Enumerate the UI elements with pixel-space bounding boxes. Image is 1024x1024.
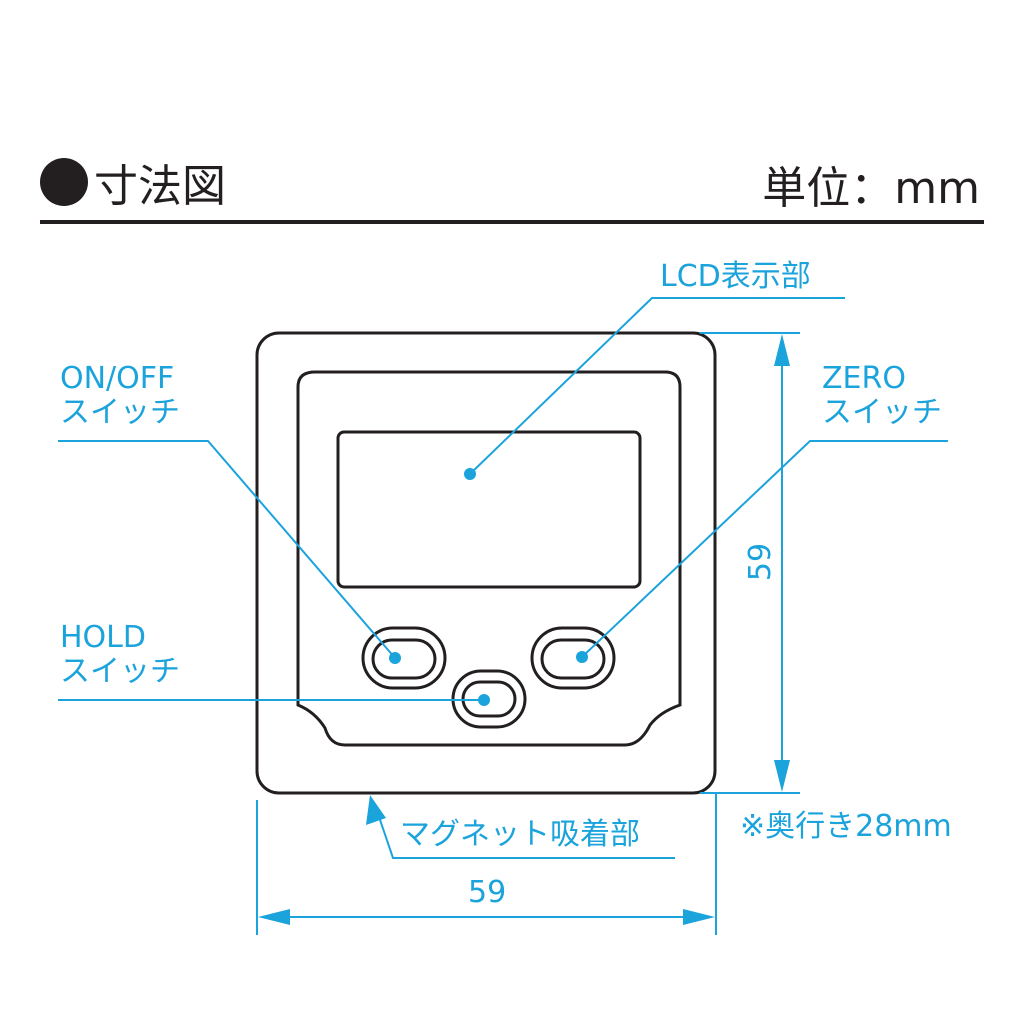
height-value: 59	[743, 542, 779, 582]
lcd-label: LCD表示部	[660, 259, 811, 294]
title-text: 寸法図	[94, 161, 226, 212]
lcd-leader	[469, 297, 845, 475]
zero-button-outer	[530, 626, 616, 690]
magnet-leader	[375, 807, 675, 859]
header-divider	[40, 220, 984, 224]
device-body	[255, 331, 717, 795]
zero-label-line2: スイッチ	[822, 395, 942, 430]
onoff-button-outer	[361, 626, 447, 690]
onoff-label-line1: ON/OFF	[60, 361, 175, 396]
onoff-leader	[58, 440, 396, 659]
arrow-left-icon	[258, 909, 290, 925]
onoff-label-line2: スイッチ	[60, 395, 180, 430]
bullet-icon	[40, 158, 88, 206]
arrow-right-icon	[683, 909, 715, 925]
hold-label-line1: HOLD	[60, 620, 146, 655]
hold-label-line2: スイッチ	[60, 654, 180, 689]
magnet-arrow-icon	[366, 795, 386, 825]
zero-label-line1: ZERO	[822, 361, 906, 396]
onoff-button	[371, 638, 437, 680]
depth-note: ※奥行き28mm	[740, 809, 952, 844]
arrow-up-icon	[774, 334, 790, 366]
unit-label: 単位：mm	[762, 163, 980, 214]
width-value: 59	[468, 875, 507, 910]
device-face	[296, 370, 682, 747]
magnet-label: マグネット吸着部	[400, 817, 640, 852]
zero-leader	[581, 440, 948, 658]
page-title: 寸法図	[40, 150, 226, 214]
arrow-down-icon	[774, 760, 790, 792]
lcd-window	[336, 430, 642, 589]
zero-button	[540, 638, 606, 680]
